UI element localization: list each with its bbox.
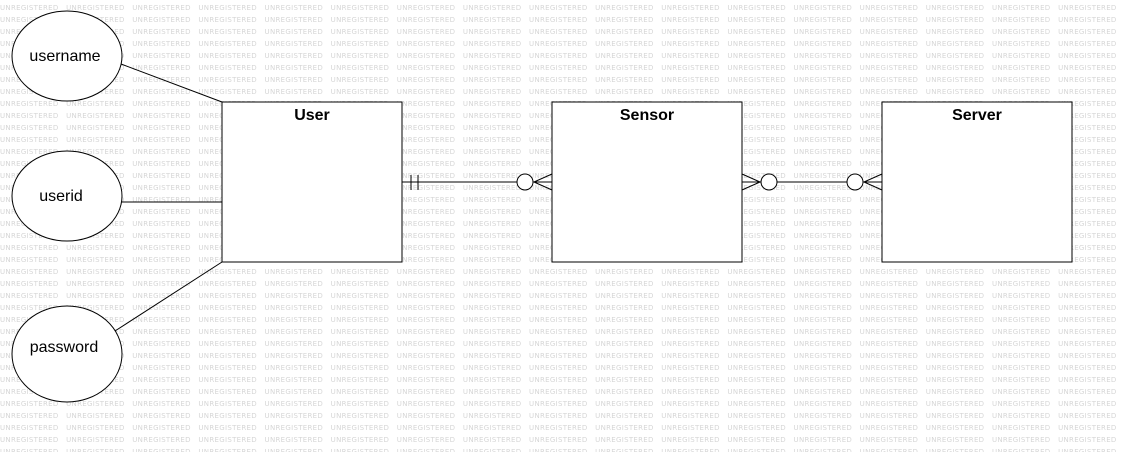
entity-sensor[interactable]: Sensor bbox=[551, 101, 743, 263]
crow-foot-lower bbox=[533, 181, 553, 191]
password-ellipse bbox=[11, 305, 123, 403]
crow-foot-upper bbox=[741, 173, 761, 183]
crow-foot-lower bbox=[741, 181, 761, 191]
relationship-sensor-server[interactable] bbox=[741, 173, 883, 191]
attribute-username[interactable]: username bbox=[11, 10, 123, 102]
crow-foot-upper bbox=[863, 173, 883, 183]
password-connector bbox=[114, 261, 223, 332]
username-connector bbox=[120, 63, 223, 103]
zero-circle bbox=[846, 173, 864, 191]
entity-user[interactable]: User bbox=[221, 101, 403, 263]
username-ellipse bbox=[11, 10, 123, 102]
user-box bbox=[221, 101, 403, 263]
crow-foot-lower bbox=[863, 181, 883, 191]
password-label: password bbox=[30, 339, 98, 356]
attribute-password[interactable]: password bbox=[11, 305, 123, 403]
userid-ellipse bbox=[11, 150, 123, 242]
sensor-box bbox=[551, 101, 743, 263]
user-title: User bbox=[294, 107, 330, 124]
zero-circle bbox=[760, 173, 778, 191]
crow-foot-upper bbox=[533, 173, 553, 183]
userid-label: userid bbox=[39, 188, 83, 205]
sensor-title: Sensor bbox=[620, 107, 674, 124]
relationship-user-sensor[interactable] bbox=[402, 173, 553, 191]
entity-server[interactable]: Server bbox=[881, 101, 1073, 263]
username-label: username bbox=[29, 48, 100, 65]
zero-circle bbox=[516, 173, 534, 191]
attribute-userid[interactable]: userid bbox=[11, 150, 123, 242]
server-box bbox=[881, 101, 1073, 263]
server-title: Server bbox=[952, 107, 1002, 124]
